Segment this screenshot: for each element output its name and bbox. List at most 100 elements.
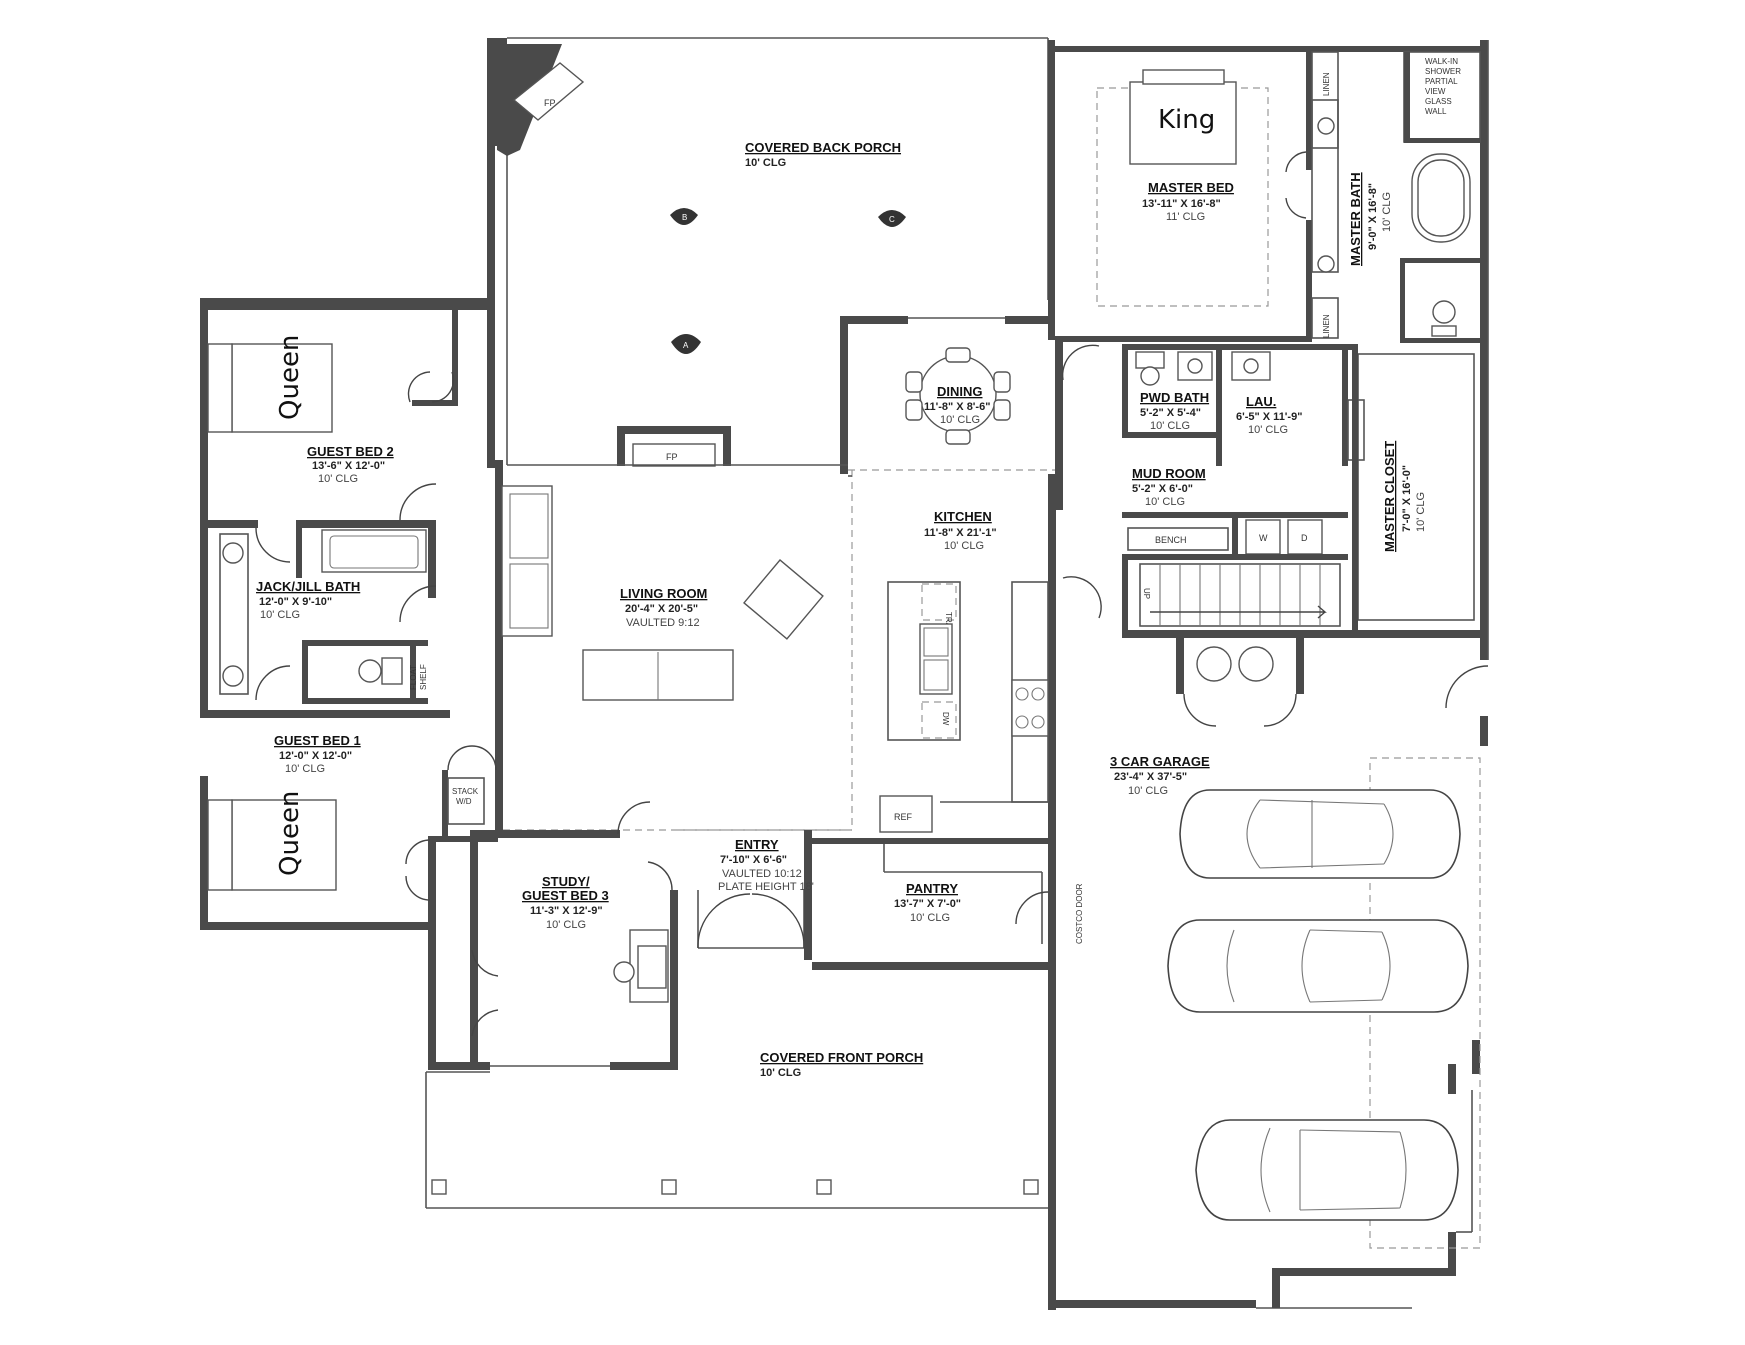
svg-text:23'-4" X 37'-5": 23'-4" X 37'-5" <box>1114 771 1187 783</box>
svg-text:VAULTED 9:12: VAULTED 9:12 <box>626 617 700 629</box>
dining: DINING 11'-8" X 8'-6" 10' CLG <box>840 316 1055 474</box>
svg-text:5'-2" X 6'-0": 5'-2" X 6'-0" <box>1132 483 1193 495</box>
master-bed-title: MASTER BED <box>1148 180 1234 195</box>
svg-text:VAULTED 10:12: VAULTED 10:12 <box>722 868 802 880</box>
guest-bed-2-closet-doors[interactable] <box>407 371 455 403</box>
queen-bed-bottom <box>231 799 337 891</box>
study-door[interactable] <box>617 801 651 835</box>
marker-a-icon <box>671 334 701 354</box>
pantry-door[interactable] <box>1015 891 1049 925</box>
living-room: FP LIVING ROOM 20'-4" X 20'-5" VAULTED 9… <box>495 426 852 831</box>
entry-title: ENTRY <box>735 837 779 852</box>
refrigerator <box>879 795 933 833</box>
svg-text:VIEW: VIEW <box>1425 87 1446 96</box>
dryer <box>1287 519 1323 555</box>
porch-column-1 <box>431 1179 447 1195</box>
garage: COSTCO DOOR 3 CAR GARAGE 23'-4" X 37'-5"… <box>1048 632 1489 1310</box>
svg-text:7'-0" X 16'-0": 7'-0" X 16'-0" <box>1401 465 1413 532</box>
car-3 <box>1195 1119 1459 1221</box>
guest-bed-1-closet-doors[interactable] <box>405 839 431 901</box>
svg-text:10' CLG: 10' CLG <box>1145 496 1185 508</box>
jj-door-top[interactable] <box>255 527 291 563</box>
jj-toilet <box>358 659 382 683</box>
laundry-sink <box>1243 358 1259 374</box>
queen-top-label: Queen <box>275 335 305 420</box>
svg-text:PARTIAL: PARTIAL <box>1425 77 1458 86</box>
svg-text:10' CLG: 10' CLG <box>910 912 950 924</box>
linen-top-label: LINEN <box>1322 72 1331 96</box>
jj-hall-door[interactable] <box>399 585 437 623</box>
svg-text:5'-2" X 5'-4": 5'-2" X 5'-4" <box>1140 407 1201 419</box>
mud-room-title: MUD ROOM <box>1132 466 1206 481</box>
guest-bed-2: Queen GUEST BED 2 13'-6" X 12'-0" 10' CL… <box>200 298 495 546</box>
svg-text:W: W <box>1259 533 1268 543</box>
svg-text:FLOAT: FLOAT <box>409 665 418 690</box>
svg-text:SHOWER: SHOWER <box>1425 67 1461 76</box>
study-closet-door[interactable] <box>647 861 673 891</box>
kitchen-title: KITCHEN <box>934 509 992 524</box>
dining-title: DINING <box>937 384 983 399</box>
queen-bed-top <box>231 343 333 433</box>
jack-jill-bath: FLOAT SHELF JACK/JILL BATH 12'-0" X 9'-1… <box>200 483 437 710</box>
svg-text:11'-8" X 21'-1": 11'-8" X 21'-1" <box>924 527 997 539</box>
svg-text:STACK: STACK <box>452 787 479 796</box>
marker-c-icon <box>878 210 906 227</box>
study: STUDY/ GUEST BED 3 11'-3" X 12'-9" 10' C… <box>428 801 678 1070</box>
washer <box>1245 519 1281 555</box>
porch-fireplace <box>512 62 585 121</box>
pantry-title: PANTRY <box>906 881 958 896</box>
living-room-title: LIVING ROOM <box>620 586 707 601</box>
master-toilet <box>1432 300 1456 324</box>
fp-porch-label: FP <box>544 98 556 108</box>
svg-text:9'-0" X 16'-8": 9'-0" X 16'-8" <box>1367 183 1379 250</box>
king-label: King <box>1158 105 1215 135</box>
lau-title: LAU. <box>1246 394 1276 409</box>
svg-text:WALL: WALL <box>1425 107 1447 116</box>
bench-label: BENCH <box>1155 535 1187 545</box>
study-closet-doors[interactable] <box>471 949 499 1037</box>
svg-text:WALK-IN: WALK-IN <box>1425 57 1458 66</box>
jj-sink-1 <box>222 542 244 564</box>
jack-jill-title: JACK/JILL BATH <box>256 579 360 594</box>
svg-text:12'-0" X 12'-0": 12'-0" X 12'-0" <box>279 750 352 762</box>
stack-wd-doors[interactable] <box>447 745 497 771</box>
water-heater-2 <box>1238 646 1274 682</box>
study-title-2: GUEST BED 3 <box>522 888 609 903</box>
ref-label: REF <box>894 812 913 822</box>
svg-text:SHELF: SHELF <box>419 664 428 690</box>
master-bed-closet-doors[interactable] <box>1285 151 1307 219</box>
study-title-1: STUDY/ <box>542 874 590 889</box>
mud-room-door[interactable] <box>1061 344 1100 381</box>
jj-door-bottom[interactable] <box>255 665 291 701</box>
exterior-lines <box>848 40 1489 660</box>
back-porch-title: COVERED BACK PORCH <box>745 140 901 155</box>
kitchen: TRASH DW REF KITCHEN 11'-8" X 21'-1" 10'… <box>851 470 1056 840</box>
svg-text:GLASS: GLASS <box>1425 97 1452 106</box>
master-bath-title: MASTER BATH <box>1348 172 1363 266</box>
master-sink-1 <box>1317 117 1335 135</box>
back-porch-clg: 10' CLG <box>745 157 786 169</box>
svg-text:11' CLG: 11' CLG <box>1166 211 1205 223</box>
car-2 <box>1167 919 1469 1013</box>
water-heater-1 <box>1196 646 1232 682</box>
master-closet <box>1357 353 1475 621</box>
svg-text:B: B <box>682 213 687 222</box>
svg-text:D: D <box>1301 533 1308 543</box>
guest-bed-2-door[interactable] <box>399 483 437 521</box>
svg-text:10' CLG: 10' CLG <box>546 919 586 931</box>
mechanical-doors[interactable] <box>1183 693 1297 727</box>
svg-text:13'-11" X 16'-8": 13'-11" X 16'-8" <box>1142 198 1221 210</box>
queen-bottom-label: Queen <box>275 791 305 876</box>
front-porch-title: COVERED FRONT PORCH <box>760 1050 923 1065</box>
kitchen-island <box>887 581 961 741</box>
pwd-toilet-tank <box>1135 351 1165 369</box>
front-porch: COVERED FRONT PORCH 10' CLG <box>425 1050 1048 1209</box>
front-door[interactable] <box>697 893 805 949</box>
porch-column-3 <box>816 1179 832 1195</box>
marker-b-icon <box>670 208 698 225</box>
garage-entry-door[interactable] <box>1062 576 1102 619</box>
svg-text:C: C <box>889 215 895 224</box>
garage-side-door[interactable] <box>1445 665 1489 709</box>
svg-text:10' CLG: 10' CLG <box>1150 420 1190 432</box>
